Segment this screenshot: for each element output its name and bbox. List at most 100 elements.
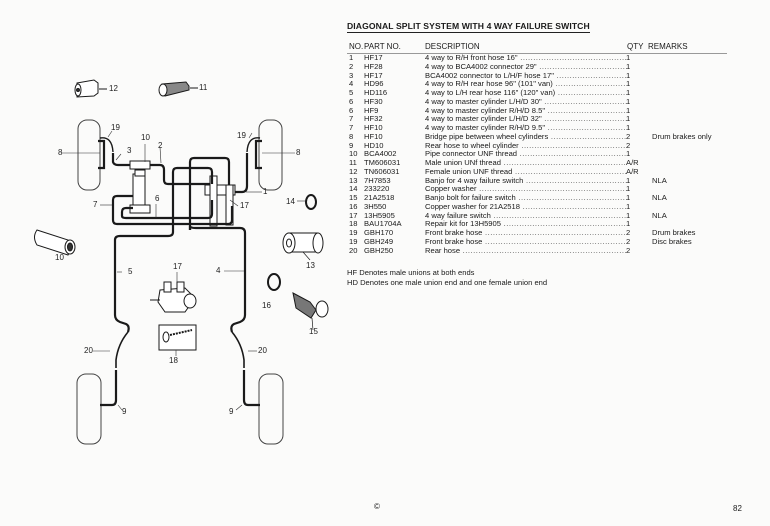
row-no: 7	[349, 123, 354, 132]
row-qty: 1	[626, 105, 631, 115]
leader-dots: ........................................…	[550, 132, 627, 141]
row-part-no: HD116	[364, 88, 388, 97]
row-remarks: NLA	[652, 175, 667, 185]
leader-dots: ........................................…	[521, 141, 627, 150]
row-description: Banjo bolt for failure switch ..........…	[425, 194, 627, 203]
description-text: Banjo for 4 way failure switch	[425, 176, 524, 185]
row-part-no: HF10	[364, 131, 383, 141]
row-no: 17	[349, 210, 358, 220]
callout-19-left: 19	[111, 123, 120, 132]
description-text: 4 way to master cylinder L/H/D 30"	[425, 97, 542, 106]
row-qty: 1	[626, 149, 631, 159]
row-part-no: 13H5905	[364, 210, 395, 220]
row-qty: 1	[626, 193, 631, 202]
repair-kit-18	[158, 324, 197, 351]
pipe-connector-10	[34, 229, 76, 256]
callout-2: 2	[158, 141, 163, 150]
description-text: Bridge pipe between wheel cylinders	[425, 132, 549, 141]
row-qty: 2	[626, 236, 631, 246]
leader-dots: ........................................…	[557, 89, 627, 97]
row-no: 6	[349, 105, 354, 115]
header-no: NO.	[349, 42, 364, 51]
table-row: 5 HD116 4 way to L/H rear hose 116" (120" …	[347, 88, 727, 98]
rear-right-wheel	[258, 373, 284, 445]
row-qty: 1	[626, 70, 631, 80]
leader-dots: ........................................…	[485, 229, 627, 237]
description-text: Rear hose to wheel cylinder	[425, 141, 519, 150]
leader-dots: ........................................…	[555, 80, 627, 89]
description-text: Female union UNF thread	[425, 167, 513, 176]
row-qty: A/R	[626, 158, 639, 167]
callout-12: 12	[109, 84, 118, 93]
row-no: 10	[349, 149, 358, 159]
row-description: Female union UNF thread ................…	[425, 168, 627, 177]
row-qty: 1	[626, 219, 631, 229]
row-description: Rear hose to wheel cylinder ............…	[425, 142, 627, 151]
callout-1: 1	[263, 187, 268, 196]
row-description: 4 way to master cylinder L/H/D 30" .....…	[425, 98, 627, 107]
callout-18: 18	[169, 356, 178, 365]
description-text: Copper washer	[425, 185, 477, 194]
row-no: 8	[349, 131, 354, 141]
row-qty: 1	[626, 210, 631, 220]
leader-dots: ........................................…	[547, 124, 627, 132]
callout-5: 5	[128, 267, 133, 276]
callout-9-right: 9	[229, 407, 234, 416]
row-part-no: HD96	[364, 79, 384, 89]
banjo-13	[282, 232, 324, 261]
row-remarks: NLA	[652, 210, 667, 220]
leader-dots: ........................................…	[503, 159, 627, 167]
callout-20-left: 20	[84, 346, 93, 355]
page-number: 82	[733, 504, 742, 513]
notes: HF Denotes male unions at both ends HD D…	[347, 268, 547, 288]
leader-dots: ........................................…	[485, 237, 627, 246]
row-no: 14	[349, 184, 358, 194]
callout-16: 16	[262, 301, 271, 310]
description-text: 4 way to master cylinder R/H/D 8.5"	[425, 106, 546, 115]
leader-dots: ........................................…	[544, 97, 627, 106]
leader-dots: ........................................…	[522, 202, 627, 211]
row-part-no: HF9	[364, 105, 379, 115]
callout-15: 15	[309, 327, 318, 336]
leader-dots: ........................................…	[503, 220, 627, 229]
callout-6: 6	[155, 194, 160, 203]
row-description: 4 way to R/H rear hose 96" (101" van) ..…	[425, 80, 627, 89]
row-qty: 2	[626, 228, 631, 237]
callout-9-left: 9	[122, 407, 127, 416]
row-description: Banjo for 4 way failure switch .........…	[425, 177, 627, 186]
row-qty: 1	[626, 79, 631, 89]
header-qty: QTY	[627, 42, 644, 51]
row-no: 5	[349, 88, 354, 97]
row-remarks: NLA	[652, 193, 667, 202]
row-description: 4 way to master cylinder R/H/D 9.5" ....…	[425, 124, 627, 133]
master-cylinder	[129, 169, 151, 214]
leader-dots: ........................................…	[462, 246, 627, 255]
row-no: 1	[349, 53, 354, 62]
description-text: 4 way to BCA4002 connector 29"	[425, 62, 537, 71]
callout-13: 13	[306, 261, 315, 270]
callout-17-top: 17	[240, 201, 249, 210]
row-qty: 2	[626, 245, 631, 255]
row-part-no: HF17	[364, 70, 383, 80]
row-remarks: Drum brakes	[652, 228, 696, 237]
female-union-part	[74, 79, 107, 98]
description-text: 4 way to master cylinder L/H/D 32"	[425, 115, 542, 124]
row-no: 12	[349, 166, 358, 176]
copper-washer-14	[305, 194, 317, 210]
callout-8-left: 8	[58, 148, 63, 157]
description-text: 4 way to L/H rear hose 116" (120" van)	[425, 89, 556, 97]
leader-dots: ........................................…	[544, 115, 627, 124]
row-no: 20	[349, 245, 358, 255]
